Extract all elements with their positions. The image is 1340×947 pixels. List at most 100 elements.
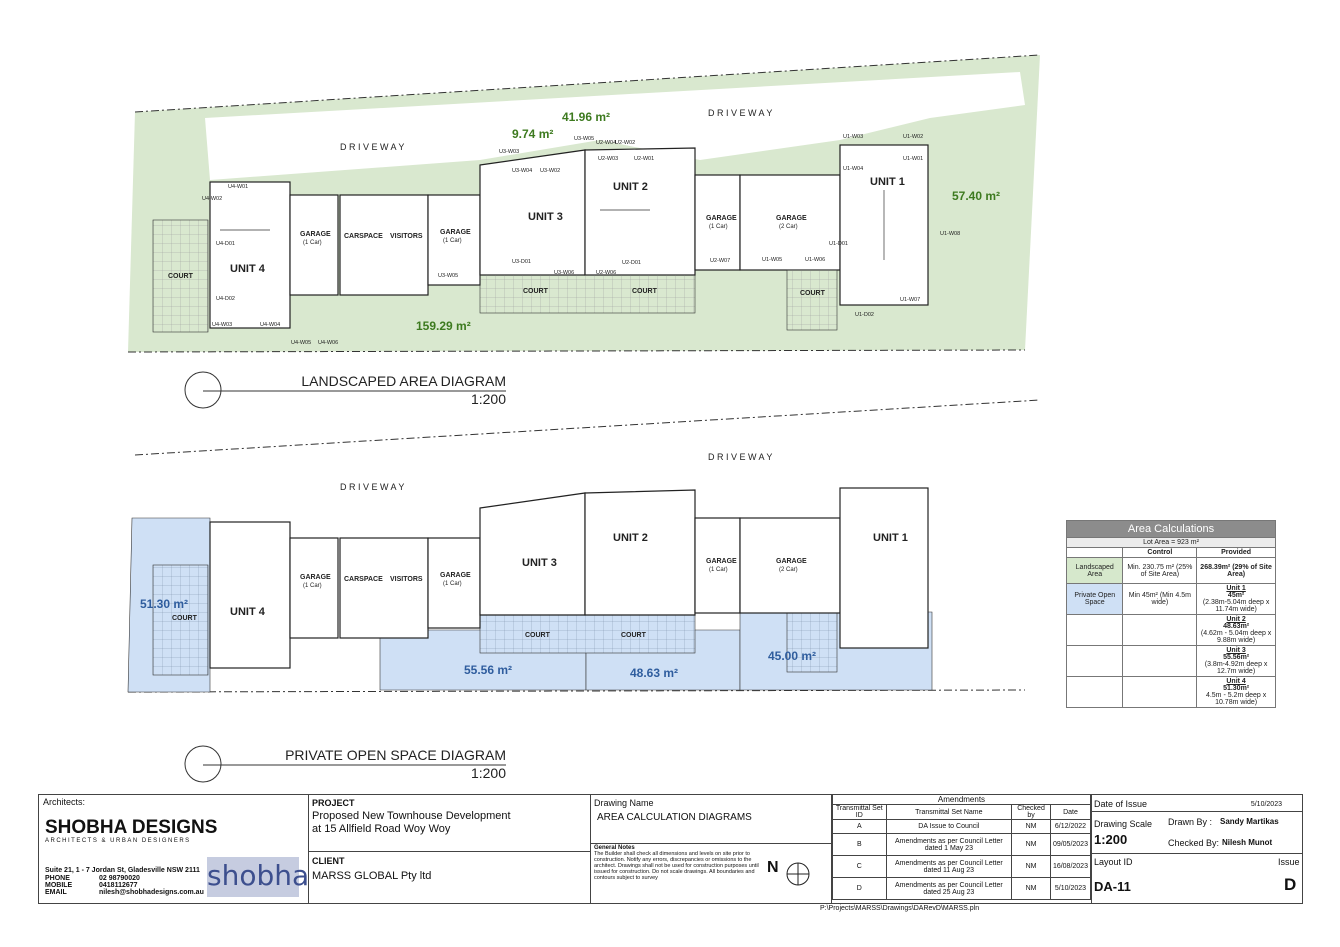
garage-label: GARAGE (300, 231, 331, 238)
opening-tag: U1-W05 (762, 257, 782, 263)
architects-panel: Architects: SHOBHA DESIGNS ARCHITECTS & … (39, 795, 309, 903)
unit-label: UNIT 2 (613, 532, 648, 544)
carspace-label: CARSPACE (344, 233, 383, 240)
driveway-label: D R I V E W A Y (708, 452, 772, 462)
unit-label: UNIT 3 (522, 557, 557, 569)
diagram-title: PRIVATE OPEN SPACE DIAGRAM (285, 747, 506, 763)
garage-label: GARAGE (776, 558, 807, 565)
court-label: COURT (525, 632, 551, 639)
private-open-space-diagram: D R I V E W A Y D R I V E W A Y UNIT 4 U… (127, 399, 1041, 783)
court-label: COURT (523, 288, 549, 295)
site-plans: D R I V E W A Y D R I V E W A Y UNIT 4 U… (127, 54, 1041, 783)
general-notes: The Builder shall check all dimensions a… (594, 851, 759, 881)
opening-tag: U3-W04 (512, 168, 532, 174)
opening-tag: U4-W05 (291, 340, 311, 346)
garage-cars: (1 Car) (709, 224, 728, 230)
col-control: Control (1122, 547, 1198, 558)
opening-tag: U4-D02 (216, 296, 235, 302)
garage-label: GARAGE (706, 558, 737, 565)
drawing-name-label: Drawing Name (594, 798, 654, 808)
area-label: 48.63 m² (630, 666, 678, 680)
drawing-name: AREA CALCULATION DIAGRAMS (597, 812, 752, 823)
unit-name: Unit 2 (1226, 616, 1246, 623)
garage-cars: (1 Car) (709, 567, 728, 573)
opening-tag: U3-D01 (512, 259, 531, 265)
unit-label: UNIT 2 (613, 181, 648, 193)
issue-label: Issue (1278, 857, 1300, 867)
unit-pos: Unit 2 48.63m² (4.62m - 5.04m deep x 9.8… (1196, 614, 1276, 646)
landscaped-area-diagram: D R I V E W A Y D R I V E W A Y UNIT 4 U… (127, 54, 1041, 409)
opening-tag: U4-W01 (228, 184, 248, 190)
opening-tag: U1-W01 (903, 156, 923, 162)
title-block: Architects: SHOBHA DESIGNS ARCHITECTS & … (38, 794, 1303, 904)
area-calculations-table: Area Calculations Lot Area = 923 m² Cont… (1065, 520, 1276, 708)
project-line1: Proposed New Townhouse Development (312, 810, 511, 822)
amend-id: B (832, 833, 887, 856)
unit-dims: (3.8m-4.92m deep x 12.7m wide) (1204, 661, 1268, 675)
amend-name: DA Issue to Council (885, 819, 1013, 834)
garage-cars: (1 Car) (443, 238, 462, 244)
drawing-scale-label: Drawing Scale (1094, 819, 1153, 829)
project-label: PROJECT (312, 798, 355, 808)
opening-tag: U1-W06 (805, 257, 825, 263)
amend-name: Amendments as per Council Letter dated 2… (885, 877, 1013, 900)
checked-by-label: Checked By: (1168, 838, 1220, 848)
amend-date: 6/12/2022 (1049, 819, 1092, 834)
drawing-panel: Drawing Name AREA CALCULATION DIAGRAMS G… (591, 795, 832, 903)
mobile: 0418112677 (99, 882, 138, 889)
unit-label: UNIT 1 (870, 176, 905, 188)
issue-letter: D (1284, 875, 1297, 894)
garage-label: GARAGE (706, 215, 737, 222)
opening-tag: U1-W08 (940, 231, 960, 237)
opening-tag: U3-W05 (438, 273, 458, 279)
file-path: P:\Projects\MARSS\Drawings\DARevD\MARSS.… (820, 905, 980, 912)
opening-tag: U4-W04 (260, 322, 280, 328)
north-arrow-icon (786, 862, 810, 886)
email-label: EMAIL (45, 889, 67, 896)
firm-tagline: ARCHITECTS & URBAN DESIGNERS (45, 838, 191, 844)
unit-dims: (4.62m - 5.04m deep x 9.88m wide) (1200, 630, 1272, 644)
checked-by: Nilesh Munot (1222, 838, 1273, 847)
amend-name: Amendments as per Council Letter dated 1… (885, 855, 1013, 878)
area-label: 159.29 m² (416, 319, 471, 333)
date-of-issue-label: Date of Issue (1094, 799, 1148, 809)
unit-area: 51.30m² (1223, 685, 1250, 692)
visitors-label: VISITORS (390, 233, 423, 240)
area-label: 57.40 m² (952, 189, 1000, 203)
unit-pos: Unit 3 55.56m² (3.8m-4.92m deep x 12.7m … (1196, 645, 1276, 677)
opening-tag: U2-W01 (634, 156, 654, 162)
garage-label: GARAGE (776, 215, 807, 222)
opening-tag: U1-W07 (900, 297, 920, 303)
project-panel: PROJECT Proposed New Townhouse Developme… (309, 795, 591, 903)
col-provided: Provided (1196, 547, 1276, 558)
general-notes-label: General Notes (594, 845, 635, 851)
unit-area: 45m² (1227, 592, 1245, 599)
area-label: 9.74 m² (512, 127, 553, 141)
opening-tag: U4-D01 (216, 241, 235, 247)
opening-tag: U2-W03 (598, 156, 618, 162)
opening-tag: U3-W05 (574, 136, 594, 142)
carspace-label: CARSPACE (344, 576, 383, 583)
drawing-scale: 1:200 (1094, 832, 1128, 847)
unit-pos: Unit 4 51.30m² 4.5m - 5.2m deep x 10.78m… (1196, 676, 1276, 708)
amend-col: Transmittal Set ID (832, 804, 887, 820)
client-label: CLIENT (312, 856, 345, 866)
phone-label: PHONE (45, 875, 70, 882)
driveway-label: D R I V E W A Y (340, 482, 404, 492)
unit-2-building (584, 147, 696, 276)
drawn-by-label: Drawn By : (1168, 817, 1213, 827)
amend-id: A (832, 819, 887, 834)
row-label: Private Open Space (1065, 583, 1124, 615)
diagram-scale: 1:200 (471, 391, 506, 407)
area-table-title: Area Calculations (1066, 520, 1276, 538)
opening-tag: U1-W02 (903, 134, 923, 140)
unit-label: UNIT 1 (873, 532, 908, 544)
unit-label: UNIT 4 (230, 263, 266, 275)
issue-panel: Date of Issue 5/10/2023 Drawing Scale 1:… (1091, 795, 1302, 903)
court-label: COURT (168, 273, 194, 280)
area-label: 55.56 m² (464, 663, 512, 677)
opening-tag: U3-W03 (499, 149, 519, 155)
amend-by: NM (1011, 819, 1051, 834)
garage-cars: (2 Car) (779, 224, 798, 230)
amend-date: 09/05/2023 (1049, 833, 1092, 856)
